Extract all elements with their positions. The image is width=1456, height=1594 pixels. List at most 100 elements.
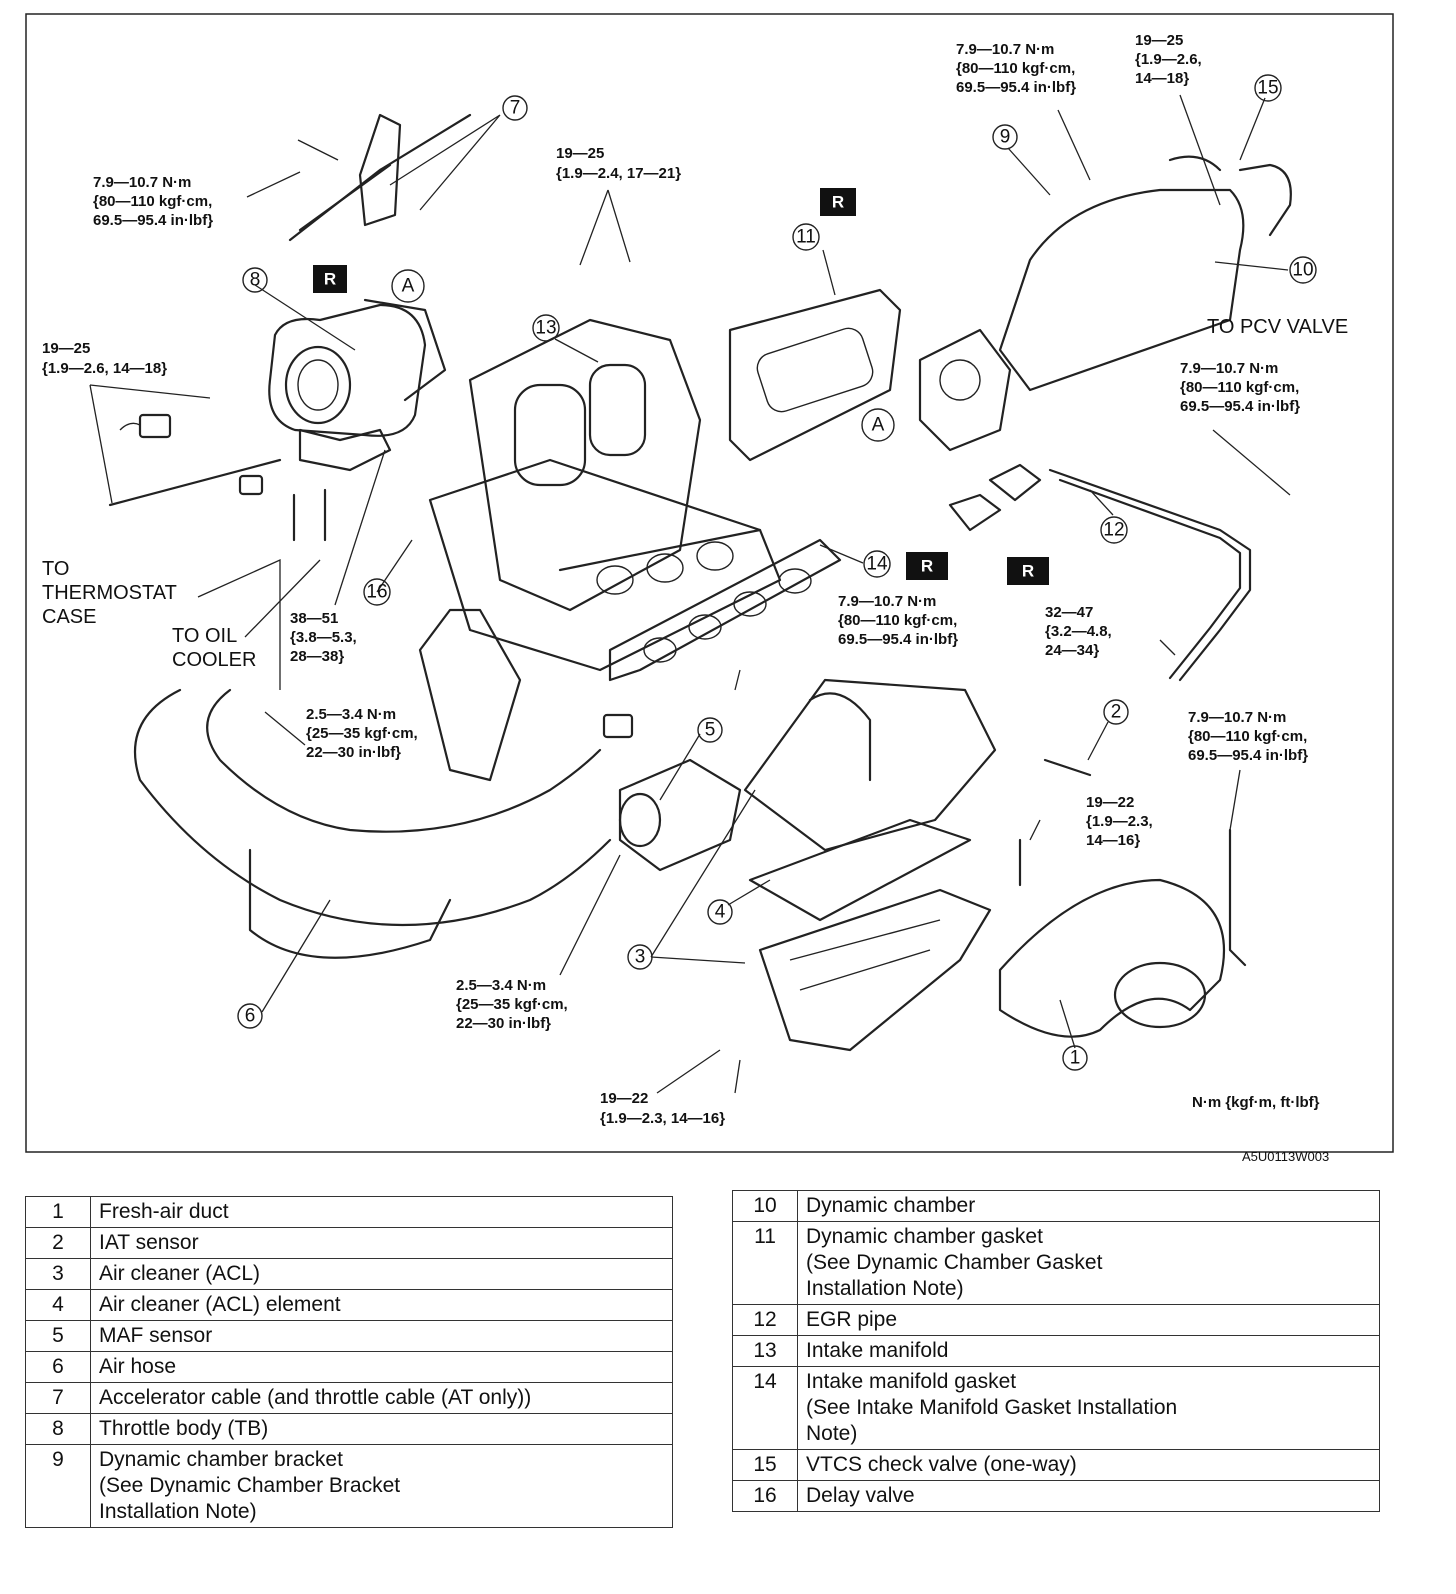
callout-8: 8 — [242, 267, 268, 293]
legend-number: 16 — [732, 1480, 798, 1512]
legend-number: 13 — [732, 1335, 798, 1367]
fresh-air-duct-drawing — [998, 828, 1247, 1038]
legend-part-name-line: Dynamic chamber — [806, 1194, 976, 1217]
legend-part-name-line: Air hose — [99, 1355, 177, 1378]
air-hose-drawing — [133, 688, 612, 959]
legend-number: 4 — [25, 1289, 91, 1321]
svg-text:16: 16 — [366, 582, 387, 603]
legend-part-name: Air hose — [90, 1351, 673, 1383]
note-to-pcv-valve: TO PCV VALVE — [1207, 316, 1348, 338]
callout-15: 15 — [1254, 74, 1282, 102]
legend-part-name-line: Intake manifold — [806, 1339, 949, 1362]
replace-marker-manifold-gasket: R — [906, 552, 948, 580]
legend-number: 1 — [25, 1196, 91, 1228]
legend-row: 6 Air hose — [25, 1351, 673, 1383]
legend-part-name-line: Air cleaner (ACL) — [99, 1262, 261, 1285]
legend-number: 5 — [25, 1320, 91, 1352]
callout-10: 10 — [1289, 256, 1317, 284]
accelerator-cable-drawing — [288, 113, 472, 242]
replace-marker-egr-gasket: R — [1007, 557, 1049, 585]
svg-text:4: 4 — [715, 902, 726, 923]
callout-16: 16 — [363, 578, 391, 606]
svg-text:A: A — [402, 276, 415, 297]
legend-part-name-line: Installation Note) — [806, 1277, 964, 1300]
callout-7: 7 — [502, 95, 528, 121]
replace-marker-throttle-body: R — [313, 265, 347, 293]
svg-text:11: 11 — [796, 227, 816, 248]
legend-part-name-line: MAF sensor — [99, 1324, 213, 1347]
torque-cable-bolt: 7.9—10.7 N·m {80—110 kgf·cm, 69.5—95.4 i… — [93, 174, 216, 229]
callout-11: 11 — [792, 223, 820, 251]
svg-text:10: 10 — [1292, 260, 1313, 281]
replace-marker-chamber-gasket: R — [820, 188, 856, 216]
svg-text:R: R — [921, 557, 933, 576]
throttle-body-drawing — [108, 298, 447, 542]
svg-text:6: 6 — [245, 1006, 256, 1027]
dynamic-chamber-drawing — [918, 155, 1292, 452]
torque-tb-bolt: 19—25 {1.9—2.6, 14—18} — [42, 340, 167, 377]
svg-text:5: 5 — [705, 720, 716, 741]
legend-part-name: Intake manifold gasket(See Intake Manifo… — [797, 1366, 1380, 1450]
legend-part-name: Air cleaner (ACL) element — [90, 1289, 673, 1321]
legend-part-name: Intake manifold — [797, 1335, 1380, 1367]
torque-acl-bolt: 19—22 {1.9—2.3, 14—16} — [1086, 794, 1157, 849]
legend-row: 1 Fresh-air duct — [25, 1196, 673, 1228]
legend-part-name: VTCS check valve (one-way) — [797, 1449, 1380, 1481]
torque-manifold-nuts: 19—25 {1.9—2.4, 17—21} — [556, 145, 681, 182]
callout-14: 14 — [863, 550, 891, 578]
legend-part-name-line: VTCS check valve (one-way) — [806, 1453, 1077, 1476]
legend-part-name-line: Note) — [806, 1422, 858, 1445]
note-to-thermostat-case: TO THERMOSTAT CASE — [42, 558, 182, 628]
torque-duct-bolt: 7.9—10.7 N·m {80—110 kgf·cm, 69.5—95.4 i… — [1188, 709, 1311, 764]
legend-part-name: Accelerator cable (and throttle cable (A… — [90, 1382, 673, 1414]
leader-lines — [89, 94, 1291, 1094]
connector-marker-a-chamber: A — [861, 408, 895, 442]
legend-number: 15 — [732, 1449, 798, 1481]
svg-text:R: R — [1022, 562, 1034, 581]
callout-4: 4 — [707, 899, 733, 925]
connector-marker-a-throttle: A — [391, 269, 425, 303]
legend-number: 8 — [25, 1413, 91, 1445]
maf-sensor-drawing — [602, 713, 1092, 872]
svg-text:2: 2 — [1111, 702, 1122, 723]
legend-part-name-line: EGR pipe — [806, 1308, 898, 1331]
legend-number: 12 — [732, 1304, 798, 1336]
legend-part-name-line: (See Dynamic Chamber Gasket — [806, 1251, 1103, 1274]
torque-acl-nut: 19—22 {1.9—2.3, 14—16} — [600, 1090, 725, 1127]
legend-part-name-line: Throttle body (TB) — [99, 1417, 269, 1440]
legend-number: 6 — [25, 1351, 91, 1383]
legend-row: 5 MAF sensor — [25, 1320, 673, 1352]
legend-number: 11 — [732, 1221, 798, 1305]
legend-part-name: Air cleaner (ACL) — [90, 1258, 673, 1290]
note-to-oil-cooler: TO OIL COOLER — [172, 625, 256, 671]
svg-text:A: A — [872, 415, 885, 436]
legend-row: 16 Delay valve — [732, 1480, 1380, 1512]
legend-part-name: Delay valve — [797, 1480, 1380, 1512]
callout-2: 2 — [1103, 699, 1129, 725]
legend-part-name: Dynamic chamber bracket(See Dynamic Cham… — [90, 1444, 673, 1528]
legend-part-name-line: Fresh-air duct — [99, 1200, 229, 1223]
legend-part-name-line: IAT sensor — [99, 1231, 199, 1254]
legend-part-name-line: Delay valve — [806, 1484, 915, 1507]
callout-1: 1 — [1062, 1045, 1088, 1071]
torque-clamp-lower: 2.5—3.4 N·m {25—35 kgf·cm, 22—30 in·lbf} — [456, 977, 572, 1032]
svg-text:15: 15 — [1257, 78, 1278, 99]
intake-manifold-drawing — [418, 318, 782, 782]
callout-6: 6 — [237, 1003, 263, 1029]
svg-text:R: R — [324, 270, 336, 289]
svg-text:3: 3 — [635, 947, 646, 968]
legend-part-name-line: (See Intake Manifold Gasket Installation — [806, 1396, 1178, 1419]
legend-part-name: Throttle body (TB) — [90, 1413, 673, 1445]
svg-text:14: 14 — [866, 554, 888, 575]
dynamic-chamber-gasket-drawing — [728, 288, 902, 462]
svg-text:13: 13 — [535, 318, 556, 339]
callout-5: 5 — [697, 717, 723, 743]
legend-row: 13 Intake manifold — [732, 1335, 1380, 1367]
legend-part-name-line: Dynamic chamber gasket — [806, 1225, 1043, 1248]
legend-row: 15 VTCS check valve (one-way) — [732, 1449, 1380, 1481]
